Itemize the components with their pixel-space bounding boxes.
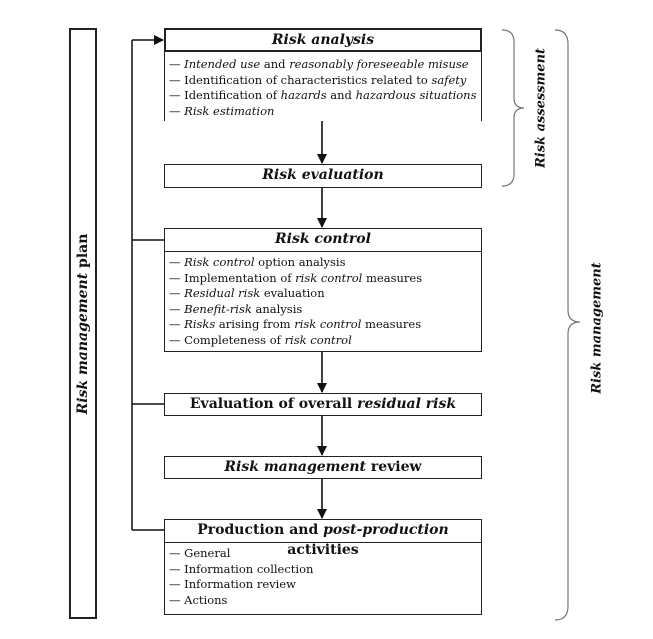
risk-control-box: Risk control — Risk control option analy… (164, 228, 482, 352)
risk-management-review-title: Risk management review (224, 459, 422, 475)
production-item: — Information collection (169, 561, 314, 576)
risk-analysis-header-box: Risk analysis (164, 28, 482, 52)
production-item: — Information review (169, 577, 296, 591)
risk-assessment-label: Risk assessment (533, 47, 549, 169)
risk-analysis-title: Risk analysis (271, 32, 375, 48)
risk-analysis-item: — Identification of characteristics rela… (169, 72, 467, 87)
risk-management-review-box: Risk management review (164, 456, 482, 479)
production-activities-items: — General— Information collection— Infor… (165, 543, 481, 608)
risk-management-label: Risk management (589, 262, 605, 394)
risk-control-item: — Benefit-risk analysis (169, 301, 303, 316)
risk-management-plan-box (69, 28, 97, 619)
risk-analysis-items: — Intended use and reasonably foreseeabl… (165, 57, 481, 119)
risk-analysis-item: — Risk estimation (169, 103, 275, 118)
risk-management-bracket (554, 29, 581, 621)
risk-control-title: Risk control (165, 229, 481, 252)
risk-control-items: — Risk control option analysis— Implemen… (165, 252, 481, 348)
production-item: — Actions (169, 592, 228, 607)
risk-control-item: — Risks arising from risk control measur… (169, 317, 422, 331)
overall-residual-risk-box: Evaluation of overall residual risk (164, 393, 482, 416)
risk-analysis-item: — Identification of hazards and hazardou… (169, 88, 477, 102)
production-activities-box: Production and post-production activitie… (164, 519, 482, 615)
risk-analysis-item: — Intended use and reasonably foreseeabl… (169, 57, 469, 71)
risk-control-item: — Implementation of risk control measure… (169, 270, 423, 285)
risk-analysis-items-box: — Intended use and reasonably foreseeabl… (164, 51, 482, 121)
production-activities-title: Production and post-production activitie… (165, 520, 481, 558)
risk-management-plan-label: Risk management plan (75, 233, 91, 415)
overall-residual-risk-title: Evaluation of overall residual risk (189, 396, 457, 412)
risk-evaluation-box: Risk evaluation (164, 164, 482, 188)
risk-assessment-bracket (501, 29, 525, 187)
risk-control-item: — Residual risk evaluation (169, 286, 325, 300)
production-item: — General (169, 546, 231, 560)
risk-control-item: — Completeness of risk control (169, 332, 352, 347)
risk-evaluation-title: Risk evaluation (262, 167, 384, 183)
risk-control-item: — Risk control option analysis (169, 255, 346, 269)
